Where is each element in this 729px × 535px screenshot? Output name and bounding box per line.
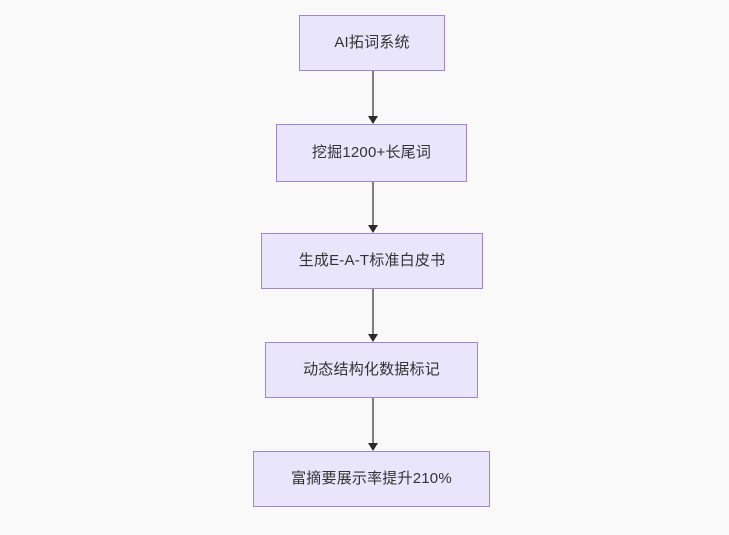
arrowhead-icon: [368, 443, 378, 451]
edge-node2-to-node3: [368, 182, 378, 233]
flow-node-label: 挖掘1200+长尾词: [311, 144, 432, 161]
flow-node-generate-eat-whitepaper[interactable]: 生成E-A-T标准白皮书: [261, 233, 483, 289]
arrowhead-icon: [368, 334, 378, 342]
edge-node4-to-node5: [368, 398, 378, 451]
edge-line: [372, 182, 374, 226]
arrowhead-icon: [368, 225, 378, 233]
flow-node-label: 生成E-A-T标准白皮书: [298, 252, 446, 269]
edge-line: [372, 289, 374, 335]
flow-node-ai-keyword-system[interactable]: AI拓词系统: [299, 15, 445, 71]
flow-node-label: AI拓词系统: [334, 34, 410, 51]
edge-node1-to-node2: [368, 71, 378, 124]
arrowhead-icon: [368, 116, 378, 124]
flow-node-label: 动态结构化数据标记: [303, 361, 440, 378]
flow-node-mine-longtail-keywords[interactable]: 挖掘1200+长尾词: [276, 124, 467, 182]
edge-line: [372, 71, 374, 117]
flow-node-label: 富摘要展示率提升210%: [291, 470, 452, 487]
flow-node-dynamic-structured-data-markup[interactable]: 动态结构化数据标记: [265, 342, 478, 398]
edge-line: [372, 398, 374, 444]
edge-node3-to-node4: [368, 289, 378, 342]
flow-node-rich-snippet-rate-increase[interactable]: 富摘要展示率提升210%: [253, 451, 490, 507]
